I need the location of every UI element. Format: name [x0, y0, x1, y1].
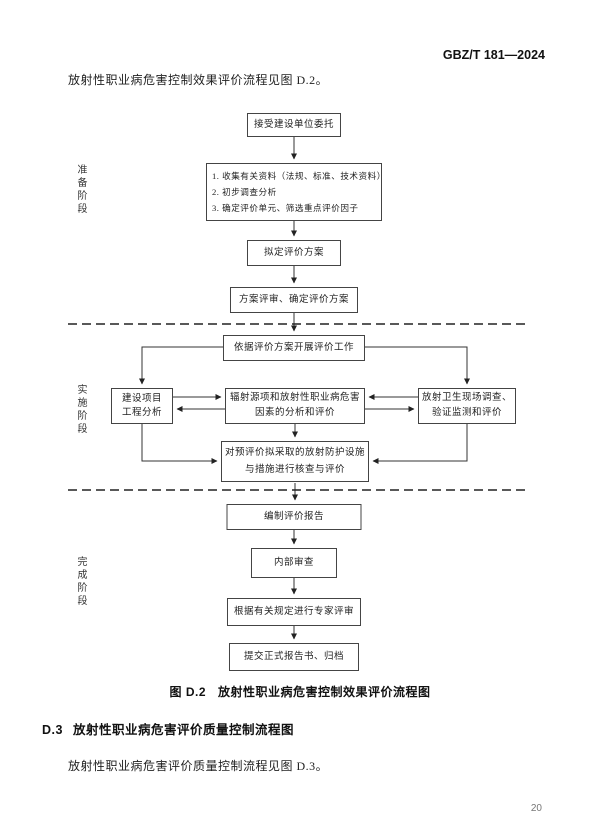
doc-code: GBZ/T 181—2024: [442, 48, 545, 62]
collect-line-3: 3. 确定评价单元、筛选重点评价因子: [212, 203, 359, 213]
figure-caption: 图 D.2 放射性职业病危害控制效果评价流程图: [0, 683, 600, 700]
collect-line-1: 1. 收集有关资料（法规、标准、技术资料）: [212, 171, 386, 181]
section-paragraph: 放射性职业病危害评价质量控制流程见图 D.3。: [68, 759, 329, 773]
phase-label-preparation: 准备阶段: [75, 164, 86, 216]
section-heading-d3: D.3 放射性职业病危害评价质量控制流程图: [42, 719, 294, 738]
flow-node-compile-report: 编制评价报告: [226, 504, 362, 530]
phase-label-completion: 完成阶段: [75, 556, 86, 608]
flow-node-verify-protection: 对预评价拟采取的放射防护设施与措施进行核查与评价: [221, 441, 369, 482]
flow-node-expert-review: 根据有关规定进行专家评审: [226, 598, 362, 626]
phase-label-implementation: 实施阶段: [75, 384, 86, 436]
flow-node-submit-archive: 提交正式报告书、归档: [228, 643, 360, 671]
flow-node-project-analysis: 建设项目 工程分析: [111, 388, 173, 424]
flow-node-review-plan: 方案评审、确定评价方案: [229, 287, 359, 313]
flow-node-accept-commission: 接受建设单位委托: [246, 113, 342, 137]
flow-node-carry-out: 依据评价方案开展评价工作: [222, 335, 366, 361]
flow-node-internal-review: 内部审查: [250, 548, 338, 578]
figure-caption-title: 放射性职业病危害控制效果评价流程图: [218, 685, 431, 699]
flow-node-site-survey: 放射卫生现场调查、验证监测和评价: [418, 388, 516, 424]
section-number: D.3: [42, 723, 63, 737]
project-analysis-line-2: 工程分析: [121, 408, 162, 418]
section-title: 放射性职业病危害评价质量控制流程图: [72, 723, 294, 737]
collect-line-2: 2. 初步调查分析: [212, 187, 277, 197]
flow-node-collect-info: 1. 收集有关资料（法规、标准、技术资料） 2. 初步调查分析 3. 确定评价单…: [206, 163, 386, 221]
intro-paragraph: 放射性职业病危害控制效果评价流程见图 D.2。: [68, 73, 329, 87]
page-number: 20: [530, 803, 542, 814]
figure-caption-number: 图 D.2: [169, 685, 206, 699]
flow-node-source-analysis: 辐射源项和放射性职业病危害因素的分析和评价: [225, 388, 365, 424]
project-analysis-line-1: 建设项目: [121, 394, 162, 404]
flow-node-draft-plan: 拟定评价方案: [246, 240, 342, 266]
